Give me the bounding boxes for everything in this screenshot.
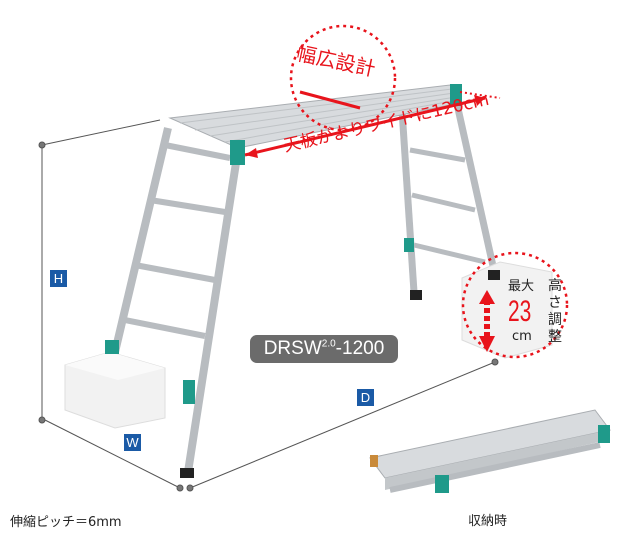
dimension-lines <box>38 119 499 492</box>
width-arrow <box>244 96 486 157</box>
feet <box>180 270 500 478</box>
depth-label: D <box>357 389 374 406</box>
model-suffix: -1200 <box>335 338 385 359</box>
model-name: DRSW <box>263 338 322 359</box>
height-label: H <box>50 270 67 287</box>
pitch-caption: 伸縮ピッチ＝6mm <box>10 515 122 530</box>
fittings <box>105 84 462 404</box>
width-label: W <box>124 434 141 451</box>
max-label: 最大 <box>508 279 535 294</box>
folded-ladder <box>369 409 611 493</box>
height-adjust-label: 高さ調整 <box>548 278 562 345</box>
block-right <box>461 261 553 359</box>
height-adjust-circle <box>461 251 569 359</box>
model-version: 2.0 <box>321 338 336 350</box>
stored-caption: 収納時 <box>468 514 508 529</box>
right-legs <box>398 94 499 293</box>
left-legs <box>111 127 242 473</box>
model-badge: DRSW2.0-1200 <box>250 335 398 363</box>
height-value: 23 <box>508 295 532 328</box>
wide-design-circle <box>289 24 397 132</box>
block-left <box>64 351 166 429</box>
height-unit: cm <box>512 329 532 344</box>
